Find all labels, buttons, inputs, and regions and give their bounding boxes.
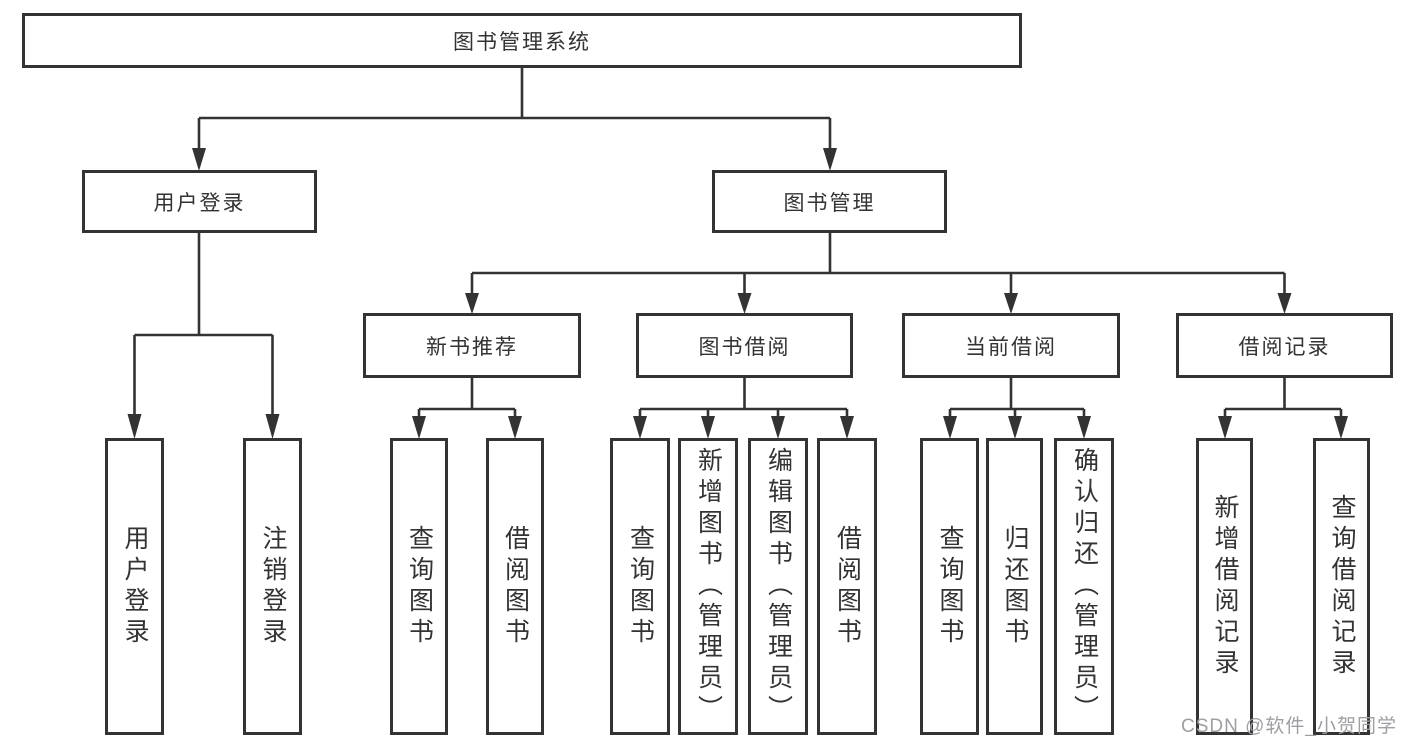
node-label: 用户登录 <box>153 191 246 215</box>
leaf-edit-book-admin: 编辑图书（管理员） <box>748 438 808 735</box>
node-label: 确认归还（管理员） <box>1070 447 1099 726</box>
leaf-add-borrow-record: 新增借阅记录 <box>1196 438 1253 735</box>
node-system-root: 图书管理系统 <box>22 13 1022 68</box>
node-label: 借阅图书 <box>833 524 862 649</box>
node-label: 查询图书 <box>936 524 964 649</box>
leaf-return-book: 归还图书 <box>986 438 1043 735</box>
node-label: 图书管理 <box>783 191 876 215</box>
node-label: 当前借阅 <box>965 335 1057 359</box>
node-book-management: 图书管理 <box>712 170 947 233</box>
node-label: 查询图书 <box>405 524 434 649</box>
node-current-borrow: 当前借阅 <box>902 313 1120 378</box>
node-user-login: 用户登录 <box>82 170 317 233</box>
leaf-logout: 注销登录 <box>243 438 302 735</box>
node-label: 新增图书（管理员） <box>694 447 723 726</box>
node-label: 归还图书 <box>1001 524 1029 649</box>
node-label: 新增借阅记录 <box>1211 493 1239 680</box>
leaf-add-book-admin: 新增图书（管理员） <box>678 438 738 735</box>
node-label: 查询借阅记录 <box>1328 493 1356 680</box>
leaf-confirm-return-admin: 确认归还（管理员） <box>1054 438 1114 735</box>
node-label: 借阅记录 <box>1238 335 1331 359</box>
leaf-borrow-books: 借阅图书 <box>817 438 877 735</box>
leaf-query-books-current: 查询图书 <box>920 438 979 735</box>
node-label: 查询图书 <box>626 524 655 649</box>
node-label: 图书借阅 <box>698 335 791 359</box>
node-book-borrow: 图书借阅 <box>636 313 853 378</box>
node-label: 借阅图书 <box>501 524 530 649</box>
node-borrow-records: 借阅记录 <box>1176 313 1393 378</box>
leaf-user-login: 用户登录 <box>105 438 164 735</box>
node-label: 新书推荐 <box>426 335 518 359</box>
node-label: 注销登录 <box>259 524 287 649</box>
node-label: 编辑图书（管理员） <box>764 447 793 726</box>
leaf-query-books-borrow: 查询图书 <box>610 438 670 735</box>
leaf-query-borrow-record: 查询借阅记录 <box>1313 438 1370 735</box>
node-label: 图书管理系统 <box>453 30 591 54</box>
csdn-watermark: CSDN @软件_小贺同学 <box>1181 716 1397 737</box>
node-label: 用户登录 <box>121 524 149 649</box>
leaf-borrow-books-recommend: 借阅图书 <box>486 438 544 735</box>
leaf-query-books-recommend: 查询图书 <box>390 438 448 735</box>
node-new-book-recommend: 新书推荐 <box>363 313 581 378</box>
